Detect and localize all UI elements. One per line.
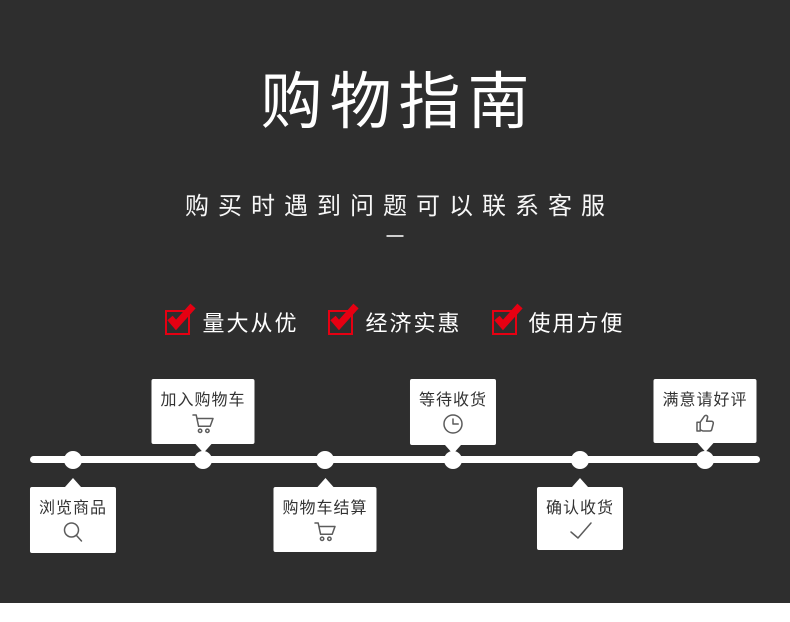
checked-checkbox-icon: [165, 303, 197, 335]
step-bubble-confirm: 确认收货: [536, 487, 624, 550]
step-label: 浏览商品: [38, 500, 108, 517]
timeline-dot: [194, 451, 212, 469]
step-bubble-add-to-cart: 加入购物车: [151, 379, 255, 444]
timeline-dot: [444, 451, 462, 469]
step-bubble-browse: 浏览商品: [29, 487, 117, 553]
features-row: 量大从优 经济实惠 使用方便: [0, 303, 790, 338]
timeline-dot: [64, 451, 82, 469]
checked-checkbox-icon: [491, 303, 523, 335]
page-title: 购物指南: [260, 68, 537, 137]
search-icon: [61, 520, 85, 544]
feature-label: 经济实惠: [365, 311, 462, 336]
cart-icon: [190, 412, 216, 436]
step-label: 购物车结算: [282, 500, 368, 517]
timeline-dot: [316, 451, 334, 469]
step-label: 等待收货: [418, 392, 488, 409]
check-icon: [566, 520, 593, 544]
bottom-margin: [0, 603, 790, 622]
step-bubble-checkout: 购物车结算: [273, 487, 377, 552]
timeline-dot: [571, 451, 589, 469]
step-label: 满意请好评: [662, 392, 748, 409]
cart-icon: [312, 520, 338, 544]
thumbs-up-icon: [693, 412, 717, 436]
step-label: 确认收货: [545, 500, 615, 517]
feature-label: 使用方便: [528, 311, 625, 336]
feature-item: 经济实惠: [328, 303, 462, 338]
timeline-line: [30, 456, 760, 463]
feature-item: 使用方便: [491, 303, 625, 338]
feature-item: 量大从优: [165, 303, 299, 338]
feature-label: 量大从优: [202, 311, 299, 336]
checked-checkbox-icon: [328, 303, 360, 335]
page-subtitle: 购买时遇到问题可以联系客服: [185, 193, 614, 220]
step-label: 加入购物车: [160, 392, 246, 409]
timeline-dot: [696, 451, 714, 469]
step-bubble-review: 满意请好评: [653, 379, 757, 443]
divider-line: [386, 235, 404, 237]
clock-icon: [441, 412, 465, 436]
step-bubble-waiting: 等待收货: [409, 379, 497, 445]
